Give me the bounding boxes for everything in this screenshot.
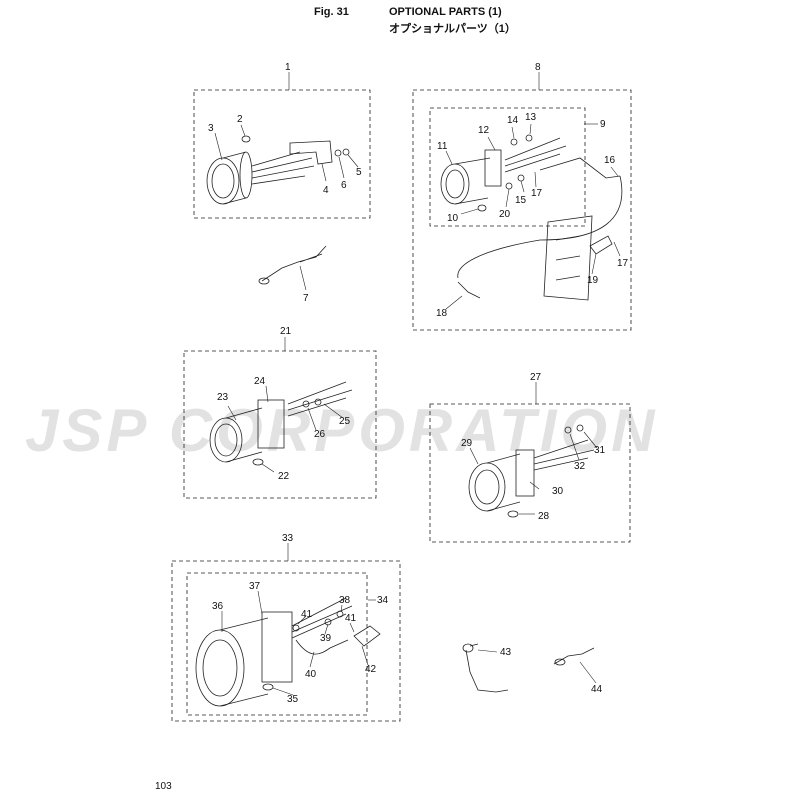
washer-part-6	[334, 149, 342, 157]
harness-wires-9	[504, 137, 567, 173]
callout-7: 7	[303, 293, 309, 304]
callout-4: 4	[323, 185, 329, 196]
cable-part-16	[457, 157, 623, 279]
group-box-9	[429, 107, 586, 227]
callout-34: 34	[377, 595, 389, 606]
lead-part-44	[553, 647, 595, 665]
figure-number: Fig. 31	[314, 6, 349, 18]
callout-28: 28	[538, 511, 550, 522]
callout-18: 18	[436, 308, 448, 319]
callout-23: 23	[217, 392, 229, 403]
gauge-part-23	[209, 399, 285, 463]
figure-title-japanese: オプショナルパーツ（1）	[389, 23, 516, 35]
callout-16: 16	[604, 155, 616, 166]
group-box-27	[429, 403, 631, 543]
lamp-lead-part-7	[261, 245, 327, 282]
callout-43: 43	[500, 647, 512, 658]
nut-part-25	[314, 398, 322, 406]
socket-part-43	[462, 643, 474, 653]
connector-part-42	[353, 625, 381, 647]
callout-17-lower: 17	[617, 258, 629, 269]
callout-3: 3	[208, 123, 214, 134]
callout-8: 8	[535, 62, 541, 73]
washer-part-26	[302, 400, 310, 408]
callout-10: 10	[447, 213, 459, 224]
callout-2: 2	[237, 114, 243, 125]
callout-41-right: 41	[345, 613, 357, 624]
callout-37: 37	[249, 581, 261, 592]
sender-part-19	[589, 235, 613, 255]
page-number: 103	[155, 781, 172, 792]
gauge-part-11	[440, 149, 502, 205]
harness-wires-1	[251, 151, 315, 185]
bulb-part-28	[507, 510, 519, 518]
callout-12: 12	[478, 125, 490, 136]
washer-part-14	[510, 138, 518, 146]
callout-41-left: 41	[301, 609, 313, 620]
callout-1: 1	[285, 62, 291, 73]
callout-31: 31	[594, 445, 606, 456]
callout-19: 19	[587, 275, 599, 286]
engine-block-illustration	[543, 215, 593, 301]
callout-11: 11	[437, 141, 448, 152]
socket-part-44	[554, 658, 566, 666]
group-box-21	[183, 350, 377, 499]
callout-35: 35	[287, 694, 299, 705]
group-box-8	[412, 89, 632, 331]
lamp-socket-part-7	[258, 277, 270, 285]
gauge-part-36	[195, 611, 293, 707]
callout-13: 13	[525, 112, 537, 123]
nut-part-5	[342, 148, 350, 156]
callout-21: 21	[280, 326, 292, 337]
callout-25: 25	[339, 416, 351, 427]
callout-20: 20	[499, 209, 511, 220]
callout-14: 14	[507, 115, 519, 126]
callout-32: 32	[574, 461, 586, 472]
washer-part-41-a	[292, 624, 300, 632]
callout-42: 42	[365, 664, 377, 675]
callout-36: 36	[212, 601, 224, 612]
lead-part-43	[465, 643, 509, 693]
bulb-part-2	[241, 135, 251, 143]
nut-part-13	[525, 134, 533, 142]
lead-part-18	[457, 281, 481, 299]
bulb-part-22	[252, 458, 264, 466]
bulb-part-35	[262, 683, 274, 691]
leader-lines	[214, 72, 621, 696]
washer-part-20	[505, 182, 513, 190]
callout-5: 5	[356, 167, 362, 178]
washer-part-32	[564, 426, 572, 434]
callout-labels: 1 2 3 4 5 6 7 8 9 10 11 12 13 14 15 16 1…	[208, 62, 629, 705]
group-box-1	[193, 89, 371, 219]
callout-26: 26	[314, 429, 326, 440]
callout-22: 22	[278, 471, 290, 482]
washer-part-15	[517, 174, 525, 182]
bulb-part-10	[477, 204, 487, 212]
figure-title-english: OPTIONAL PARTS (1)	[389, 6, 502, 18]
callout-33: 33	[282, 533, 294, 544]
harness-wires-21	[287, 381, 353, 417]
callout-29: 29	[461, 438, 473, 449]
bracket-part-4	[289, 140, 333, 165]
gauge-part-29	[468, 449, 535, 512]
callout-30: 30	[552, 486, 564, 497]
gauge-part-3	[206, 151, 253, 205]
nut-part-31	[576, 424, 584, 432]
nut-part-38	[336, 610, 344, 618]
lead-part-40	[295, 639, 349, 655]
callout-40: 40	[305, 669, 317, 680]
callout-39: 39	[320, 633, 332, 644]
callout-15: 15	[515, 195, 527, 206]
group-box-33	[171, 560, 401, 722]
callout-17-upper: 17	[531, 188, 543, 199]
callout-6: 6	[341, 180, 347, 191]
callout-24: 24	[254, 376, 266, 387]
callout-9: 9	[600, 119, 606, 130]
callout-38: 38	[339, 595, 351, 606]
callout-27: 27	[530, 372, 542, 383]
callout-44: 44	[591, 684, 603, 695]
